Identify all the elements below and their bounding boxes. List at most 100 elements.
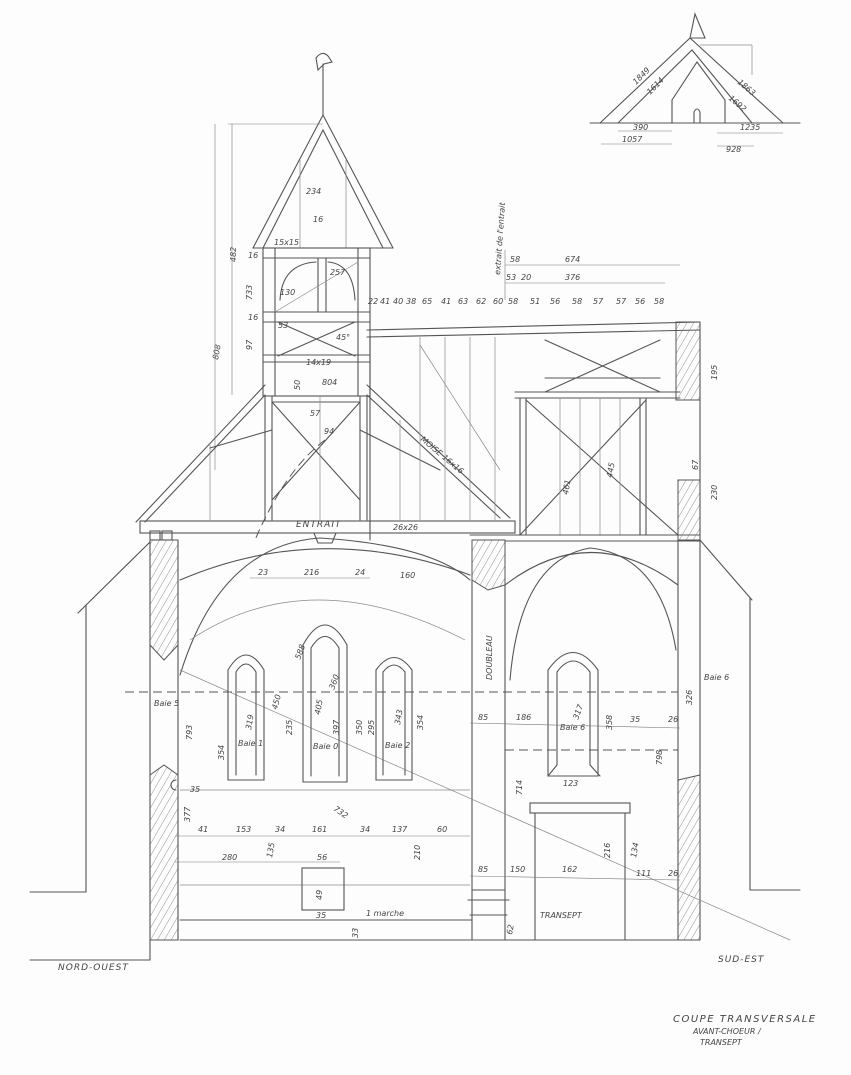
nave-dimensions: 23 216 24 160 588 450 360 235 350 295 35… <box>175 568 470 938</box>
dim-label: 123 <box>563 779 578 788</box>
orientation-left-label: NORD-OUEST <box>58 963 129 973</box>
inset-dim: 928 <box>726 145 741 154</box>
dim-label: 63 <box>458 297 468 306</box>
dim-label: 57 <box>616 297 627 306</box>
inset-elevation: 1849 1614 1863 1692 390 1057 1235 928 <box>589 12 801 154</box>
dim-label: 58 <box>510 255 520 264</box>
dim-label: 26 <box>668 715 678 724</box>
dim-label: 53 <box>506 273 516 282</box>
title-line-3: TRANSEPT <box>700 1038 743 1047</box>
dim-label: 280 <box>222 853 237 862</box>
dim-label: 376 <box>565 273 580 282</box>
dim-label: 162 <box>562 865 577 874</box>
dim-label: 16 <box>313 215 323 224</box>
dim-label: 94 <box>324 427 334 436</box>
dim-label: 50 <box>293 380 302 390</box>
dim-label: 405 <box>313 699 325 716</box>
window-baie-0: Baie 0 405 <box>302 624 348 783</box>
dim-label: 445 <box>605 462 617 479</box>
dim-label: 295 <box>367 720 376 735</box>
dim-label: 588 <box>293 643 307 660</box>
dim-label: 358 <box>605 715 614 730</box>
dim-label: 24 <box>355 568 365 577</box>
dim-label: 450 <box>270 693 283 710</box>
entrait-section-label: 26x26 <box>393 523 418 532</box>
orientation-right-label: SUD-EST <box>718 955 765 965</box>
dim-label: 15x15 <box>274 238 299 247</box>
transept-dimensions: 85 186 358 35 26 714 798 216 134 85 150 … <box>469 365 719 936</box>
dim-label: 150 <box>510 865 525 874</box>
dim-label: 733 <box>245 285 254 300</box>
dim-label: 40 <box>393 297 403 306</box>
tie-beam: ENTRAIT 26x26 <box>139 520 516 544</box>
window-baie-2: Baie 2 343 <box>375 656 413 781</box>
inset-dim: 1692 <box>727 94 748 114</box>
dim-label: 41 <box>380 297 390 306</box>
dim-label: 130 <box>280 288 295 297</box>
dim-label: 326 <box>685 690 694 705</box>
dim-label: 34 <box>275 825 285 834</box>
dim-label: 319 <box>244 714 256 731</box>
dim-label: 230 <box>710 485 719 500</box>
dim-label: 14x19 <box>306 358 331 367</box>
dim-label: 216 <box>603 843 612 858</box>
dim-label: 85 <box>478 713 488 722</box>
dim-label: 67 <box>691 459 700 470</box>
dim-label: 16 <box>248 313 258 322</box>
dim-label: 58 <box>508 297 518 306</box>
dim-label: 377 <box>183 806 192 822</box>
window-baie-6: Baie 6 317 123 <box>547 652 601 788</box>
dim-label: 798 <box>655 750 664 765</box>
dim-label: 186 <box>516 713 531 722</box>
transept-label: TRANSEPT <box>540 911 583 920</box>
dim-label: 34 <box>360 825 370 834</box>
dim-label: 58 <box>654 297 664 306</box>
dim-label: 60 <box>493 297 503 306</box>
transept-roof: 22 41 40 38 65 41 63 62 60 58 51 56 58 5… <box>366 201 701 542</box>
doubleau-label: DOUBLEAU <box>485 635 494 680</box>
inset-dim: 390 <box>633 123 648 132</box>
dim-label: 56 <box>550 297 560 306</box>
dim-label: 354 <box>416 715 425 730</box>
dim-label: 350 <box>355 720 364 735</box>
dim-label: 35 <box>316 911 326 920</box>
dim-label: 153 <box>236 825 251 834</box>
dim-label: 195 <box>710 365 719 380</box>
windows: Baie 1 319 Baie 0 405 Baie 2 343 Baie 6 … <box>227 624 601 788</box>
dim-label: 234 <box>306 187 321 196</box>
dim-label: 317 <box>571 702 585 720</box>
dim-label: 57 <box>593 297 604 306</box>
dim-label: 97 <box>245 339 254 350</box>
dim-label: 808 <box>211 344 223 361</box>
dim-label: 732 <box>332 804 350 820</box>
window-label: Baie 1 <box>238 739 263 748</box>
dim-label: 62 <box>505 924 516 936</box>
dim-label: 35 <box>190 785 200 794</box>
dim-label: 793 <box>185 725 194 740</box>
dim-label: 257 <box>330 268 346 277</box>
rafter-spacing-row: 22 41 40 38 65 41 63 62 60 58 51 56 58 5… <box>368 297 664 306</box>
dim-label: 354 <box>217 745 226 760</box>
dim-label: 137 <box>392 825 408 834</box>
window-label: Baie 0 <box>313 742 338 751</box>
dim-label: 58 <box>572 297 582 306</box>
belfry: 234 16 15x15 257 130 16 733 16 97 53 45°… <box>211 52 394 521</box>
window-label: Baie 6 <box>560 723 585 732</box>
dim-label: 22 <box>368 297 378 306</box>
walls-and-vaults: DOUBLEAU TRANSEPT 1 marche Baie 5 793 Ba… <box>125 321 791 961</box>
moise-label: MOISE 16x16 <box>419 435 466 476</box>
dim-label: 38 <box>406 297 416 306</box>
dim-label: 804 <box>322 378 337 387</box>
dim-label: 56 <box>635 297 645 306</box>
window-label: Baie 2 <box>385 741 410 750</box>
dim-label: 41 <box>441 297 451 306</box>
dim-label: 41 <box>198 825 208 834</box>
wall-bay-label: Baie 5 <box>154 699 179 708</box>
dim-label: 60 <box>437 825 447 834</box>
inset-dim: 1235 <box>740 123 760 132</box>
dim-label: 714 <box>515 780 524 795</box>
dim-label: 49 <box>315 890 324 900</box>
dim-label: 62 <box>476 297 486 306</box>
inset-dim: 1863 <box>736 78 757 98</box>
